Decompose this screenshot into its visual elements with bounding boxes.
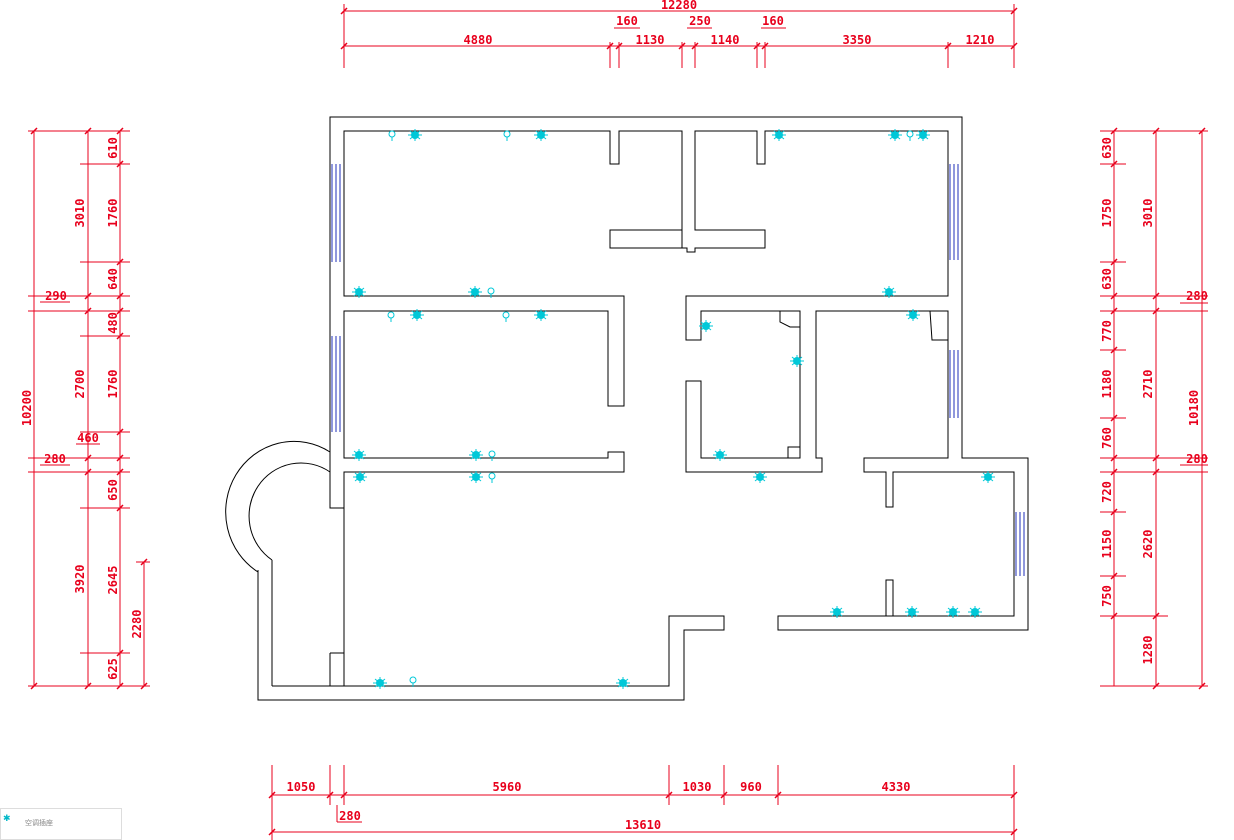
dim-bottom-c: 1030 (683, 780, 712, 794)
dim-right-inner-f: 760 (1100, 427, 1114, 449)
dim-top-r2-c: 1140 (711, 33, 740, 47)
dim-right-inner-b: 1750 (1100, 199, 1114, 228)
dim-top-r2-b: 1130 (636, 33, 665, 47)
windows (331, 164, 1025, 576)
dim-left-inner-a: 610 (106, 137, 120, 159)
dim-right-inner-i: 750 (1100, 585, 1114, 607)
dim-bottom-d: 960 (740, 780, 762, 794)
dim-left-mid-a: 3010 (73, 199, 87, 228)
window-left-top (331, 164, 341, 262)
dim-right-inner-g: 720 (1100, 481, 1114, 503)
dim-top-r1-b: 250 (689, 14, 711, 28)
window-right-mid (949, 350, 959, 418)
legend-panel: ✱ 空调插座 (0, 808, 122, 840)
window-right-top (949, 164, 959, 260)
dim-left-inner-c: 640 (106, 268, 120, 290)
dim-left-mid-f: 3920 (73, 565, 87, 594)
dim-right-small-a: 280 (1186, 289, 1208, 303)
dim-bottom-e: 4330 (882, 780, 911, 794)
dim-left-inner-h: 625 (106, 658, 120, 680)
dim-left-overall: 10200 (20, 390, 34, 426)
dim-top-overall: 12280 (661, 0, 697, 12)
dim-top-r1-c: 160 (762, 14, 784, 28)
dim-bottom-a: 1050 (287, 780, 316, 794)
window-right-low (1015, 512, 1025, 576)
bottom-dimension-labels: 1050 5960 1030 960 4330 280 13610 (287, 780, 911, 832)
dim-right-mid-d: 1280 (1141, 636, 1155, 665)
dim-left-mid-c: 2700 (73, 370, 87, 399)
dim-left-inner-g: 2645 (106, 566, 120, 595)
dim-bottom-overall: 13610 (625, 818, 661, 832)
fixtures (351, 128, 996, 690)
dim-left-mid-e: 280 (44, 452, 66, 466)
dim-left-inner-e: 1760 (106, 370, 120, 399)
top-dimension-labels: 12280 160 250 160 4880 1130 1140 3350 12… (464, 0, 995, 47)
legend-label: 空调插座 (25, 819, 53, 827)
dim-right-inner-a: 630 (1100, 137, 1114, 159)
walls (225, 116, 1029, 701)
left-dimension-labels: 10200 3010 290 2700 460 280 3920 610 176… (20, 137, 144, 680)
dimension-ticks (30, 7, 1206, 836)
dim-right-small-b: 280 (1186, 452, 1208, 466)
dim-left-inner-f: 650 (106, 479, 120, 501)
dim-left-outer: 2280 (130, 610, 144, 639)
dim-left-inner-b: 1760 (106, 199, 120, 228)
dim-bottom-b: 5960 (493, 780, 522, 794)
dim-top-r1-a: 160 (616, 14, 638, 28)
dim-top-r2-d: 3350 (843, 33, 872, 47)
dim-left-mid-d: 460 (77, 431, 99, 445)
dim-right-inner-h: 1150 (1100, 530, 1114, 559)
dim-right-inner-e: 1180 (1100, 370, 1114, 399)
dimension-lines (28, 4, 1208, 840)
dim-right-mid-c: 2620 (1141, 530, 1155, 559)
window-left-mid (331, 336, 341, 432)
dim-right-mid-b: 2710 (1141, 370, 1155, 399)
dim-left-mid-b: 290 (45, 289, 67, 303)
dim-right-mid-a: 3010 (1141, 199, 1155, 228)
dim-right-inner-c: 630 (1100, 268, 1114, 290)
dim-top-r2-e: 1210 (966, 33, 995, 47)
dim-bottom-small: 280 (339, 809, 361, 823)
dim-top-r2-a: 4880 (464, 33, 493, 47)
dim-left-inner-d: 480 (106, 312, 120, 334)
dim-right-overall: 10180 (1187, 390, 1201, 426)
fixture-icon: ✱ (3, 814, 11, 824)
right-dimension-labels: 630 1750 630 770 1180 760 720 1150 750 3… (1100, 137, 1208, 664)
dim-right-inner-d: 770 (1100, 320, 1114, 342)
